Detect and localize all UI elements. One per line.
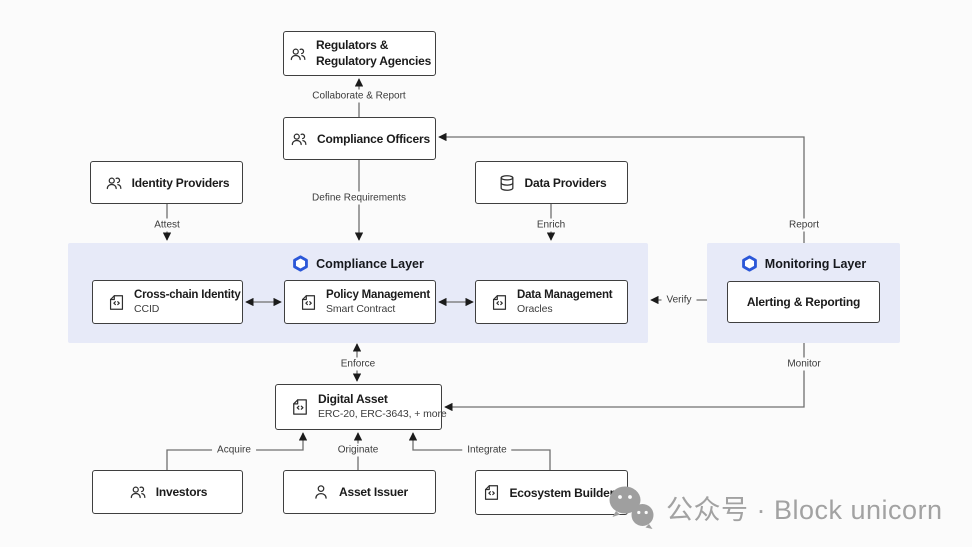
users-icon: [289, 129, 309, 149]
node-investors-label: Investors: [155, 485, 208, 499]
node-ecosystem-builders: Ecosystem Builders: [475, 470, 628, 515]
monitoring-layer-label: Monitoring Layer: [764, 256, 867, 271]
node-compliance-officers: Compliance Officers: [283, 117, 436, 160]
edge-label-collaborate: Collaborate & Report: [307, 89, 411, 103]
database-icon: [497, 173, 517, 193]
users-icon: [128, 482, 148, 502]
node-digital-asset-sublabel: ERC-20, ERC-3643, + more: [318, 408, 447, 421]
node-digital-asset-label: Digital Asset: [318, 392, 388, 407]
compliance-layer-label: Compliance Layer: [316, 256, 424, 271]
node-identity-providers: Identity Providers: [90, 161, 243, 204]
users-icon: [288, 44, 308, 64]
node-data-management-sublabel: Oracles: [517, 303, 553, 316]
node-ecosystem-builders-label: Ecosystem Builders: [509, 485, 621, 500]
node-asset-issuer-label: Asset Issuer: [339, 485, 408, 499]
node-data-providers-label: Data Providers: [524, 175, 607, 190]
node-data-providers: Data Providers: [475, 161, 628, 204]
node-investors: Investors: [92, 470, 243, 514]
document-code-icon: [290, 397, 310, 417]
node-regulators: Regulators & Regulatory Agencies: [283, 31, 436, 76]
edge-label-monitor: Monitor: [782, 357, 826, 371]
monitoring-layer-title: Monitoring Layer: [707, 255, 900, 272]
node-identity-providers-label: Identity Providers: [131, 175, 230, 190]
document-code-icon: [482, 483, 501, 502]
node-policy-management-label: Policy Management: [326, 288, 430, 301]
edge-label-enforce: Enforce: [335, 357, 381, 371]
edge-label-originate: Originate: [332, 443, 384, 457]
edge-label-acquire: Acquire: [212, 443, 256, 457]
node-policy-management-sublabel: Smart Contract: [326, 303, 396, 316]
watermark-text: 公众号 · Block unicorn: [666, 494, 943, 525]
person-icon: [311, 482, 331, 502]
node-alerting-reporting: Alerting & Reporting: [727, 281, 880, 323]
node-asset-issuer: Asset Issuer: [283, 470, 436, 514]
node-data-management-label: Data Management: [517, 288, 613, 301]
edge-label-integrate: Integrate: [462, 443, 512, 457]
compliance-layer-title: Compliance Layer: [68, 255, 648, 272]
edge-label-define: Define Requirements: [307, 191, 411, 205]
node-regulators-line1: Regulators &: [315, 37, 389, 52]
node-cross-chain-identity: Cross-chain Identity CCID: [92, 280, 243, 324]
node-data-management: Data Management Oracles: [475, 280, 628, 324]
users-icon: [104, 173, 124, 193]
edge-label-report: Report: [783, 218, 825, 232]
node-alerting-reporting-label: Alerting & Reporting: [746, 295, 861, 309]
watermark: 公众号 · Block unicorn: [608, 484, 943, 530]
node-cross-chain-identity-sublabel: CCID: [134, 303, 160, 316]
document-code-icon: [299, 293, 318, 312]
document-code-icon: [490, 293, 509, 312]
node-compliance-officers-label: Compliance Officers: [317, 131, 430, 146]
node-policy-management: Policy Management Smart Contract: [284, 280, 436, 324]
edge-label-verify: Verify: [661, 293, 697, 307]
chainlink-hexagon-icon: [741, 255, 758, 272]
chainlink-hexagon-icon: [292, 255, 309, 272]
wechat-icon: [608, 484, 656, 530]
node-digital-asset: Digital Asset ERC-20, ERC-3643, + more: [275, 384, 447, 430]
document-code-icon: [107, 293, 126, 312]
edge-label-enrich: Enrich: [531, 218, 571, 232]
node-regulators-line2: Regulatory Agencies: [315, 53, 432, 68]
edge-label-attest: Attest: [149, 218, 185, 232]
node-cross-chain-identity-label: Cross-chain Identity: [134, 288, 241, 301]
